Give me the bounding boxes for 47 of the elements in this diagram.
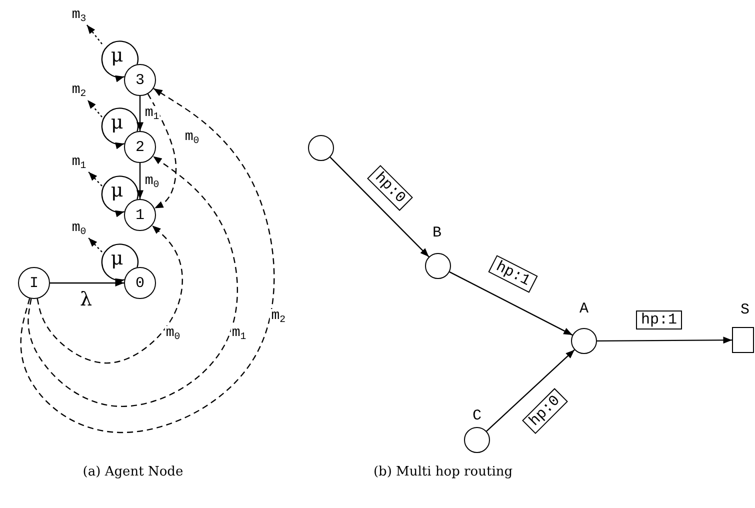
state-circle: 3 (124, 64, 156, 96)
edge-label: m$_{1}$ (144, 106, 160, 120)
arrow (50, 280, 124, 286)
edge-label: m$_{1}$ (230, 326, 248, 340)
arrow (597, 336, 732, 344)
sink-square (732, 327, 754, 353)
arrow (136, 96, 144, 131)
arrow (330, 156, 430, 258)
arrow (449, 271, 573, 336)
arrow (136, 163, 144, 199)
dashed-arrow (86, 24, 102, 44)
state-circle: I (18, 267, 50, 299)
dashed-arrow (20, 88, 275, 434)
state-circle: 1 (124, 199, 156, 231)
dashed-arrow (36, 225, 183, 364)
self-loop-arrow (101, 244, 139, 285)
dashed-arrow (88, 238, 102, 252)
state-circle: 0 (124, 267, 156, 299)
message-label: m$_{1}$ (68, 152, 90, 172)
hop-count-tag: hp:1 (636, 310, 682, 330)
message-label: m$_{3}$ (68, 5, 90, 25)
dashed-arrow (28, 156, 238, 407)
edge-label: m$_{2}$ (270, 308, 287, 323)
edge-label: m$_{0}$ (144, 174, 160, 188)
edge-label: m$_{0}$ (164, 326, 182, 340)
node-letter: C (472, 408, 482, 424)
sensor-node-circle (571, 328, 597, 354)
dashed-arrow (87, 100, 102, 118)
state-circle: 2 (124, 131, 156, 163)
node-letter: A (580, 302, 588, 316)
dashed-arrow (147, 94, 177, 209)
message-label: m$_{0}$ (68, 218, 90, 238)
node-letter: B (432, 226, 442, 240)
dashed-arrow (88, 172, 102, 186)
self-loop-arrow (101, 108, 139, 149)
self-loop-arrow (101, 176, 139, 217)
sensor-node-circle (308, 135, 334, 161)
edge-label: m$_{0}$ (184, 130, 200, 144)
self-loop-arrow (101, 40, 139, 82)
caption: (a) Agent Node (82, 466, 184, 478)
sensor-node-circle (425, 253, 451, 279)
arrow (486, 349, 575, 432)
hop-count-tag: hp:1 (488, 255, 538, 293)
caption: (b) Multi hop routing (373, 466, 513, 478)
sensor-node-circle (464, 427, 490, 453)
message-label: m$_{2}$ (68, 80, 90, 100)
node-letter: S (740, 302, 750, 318)
